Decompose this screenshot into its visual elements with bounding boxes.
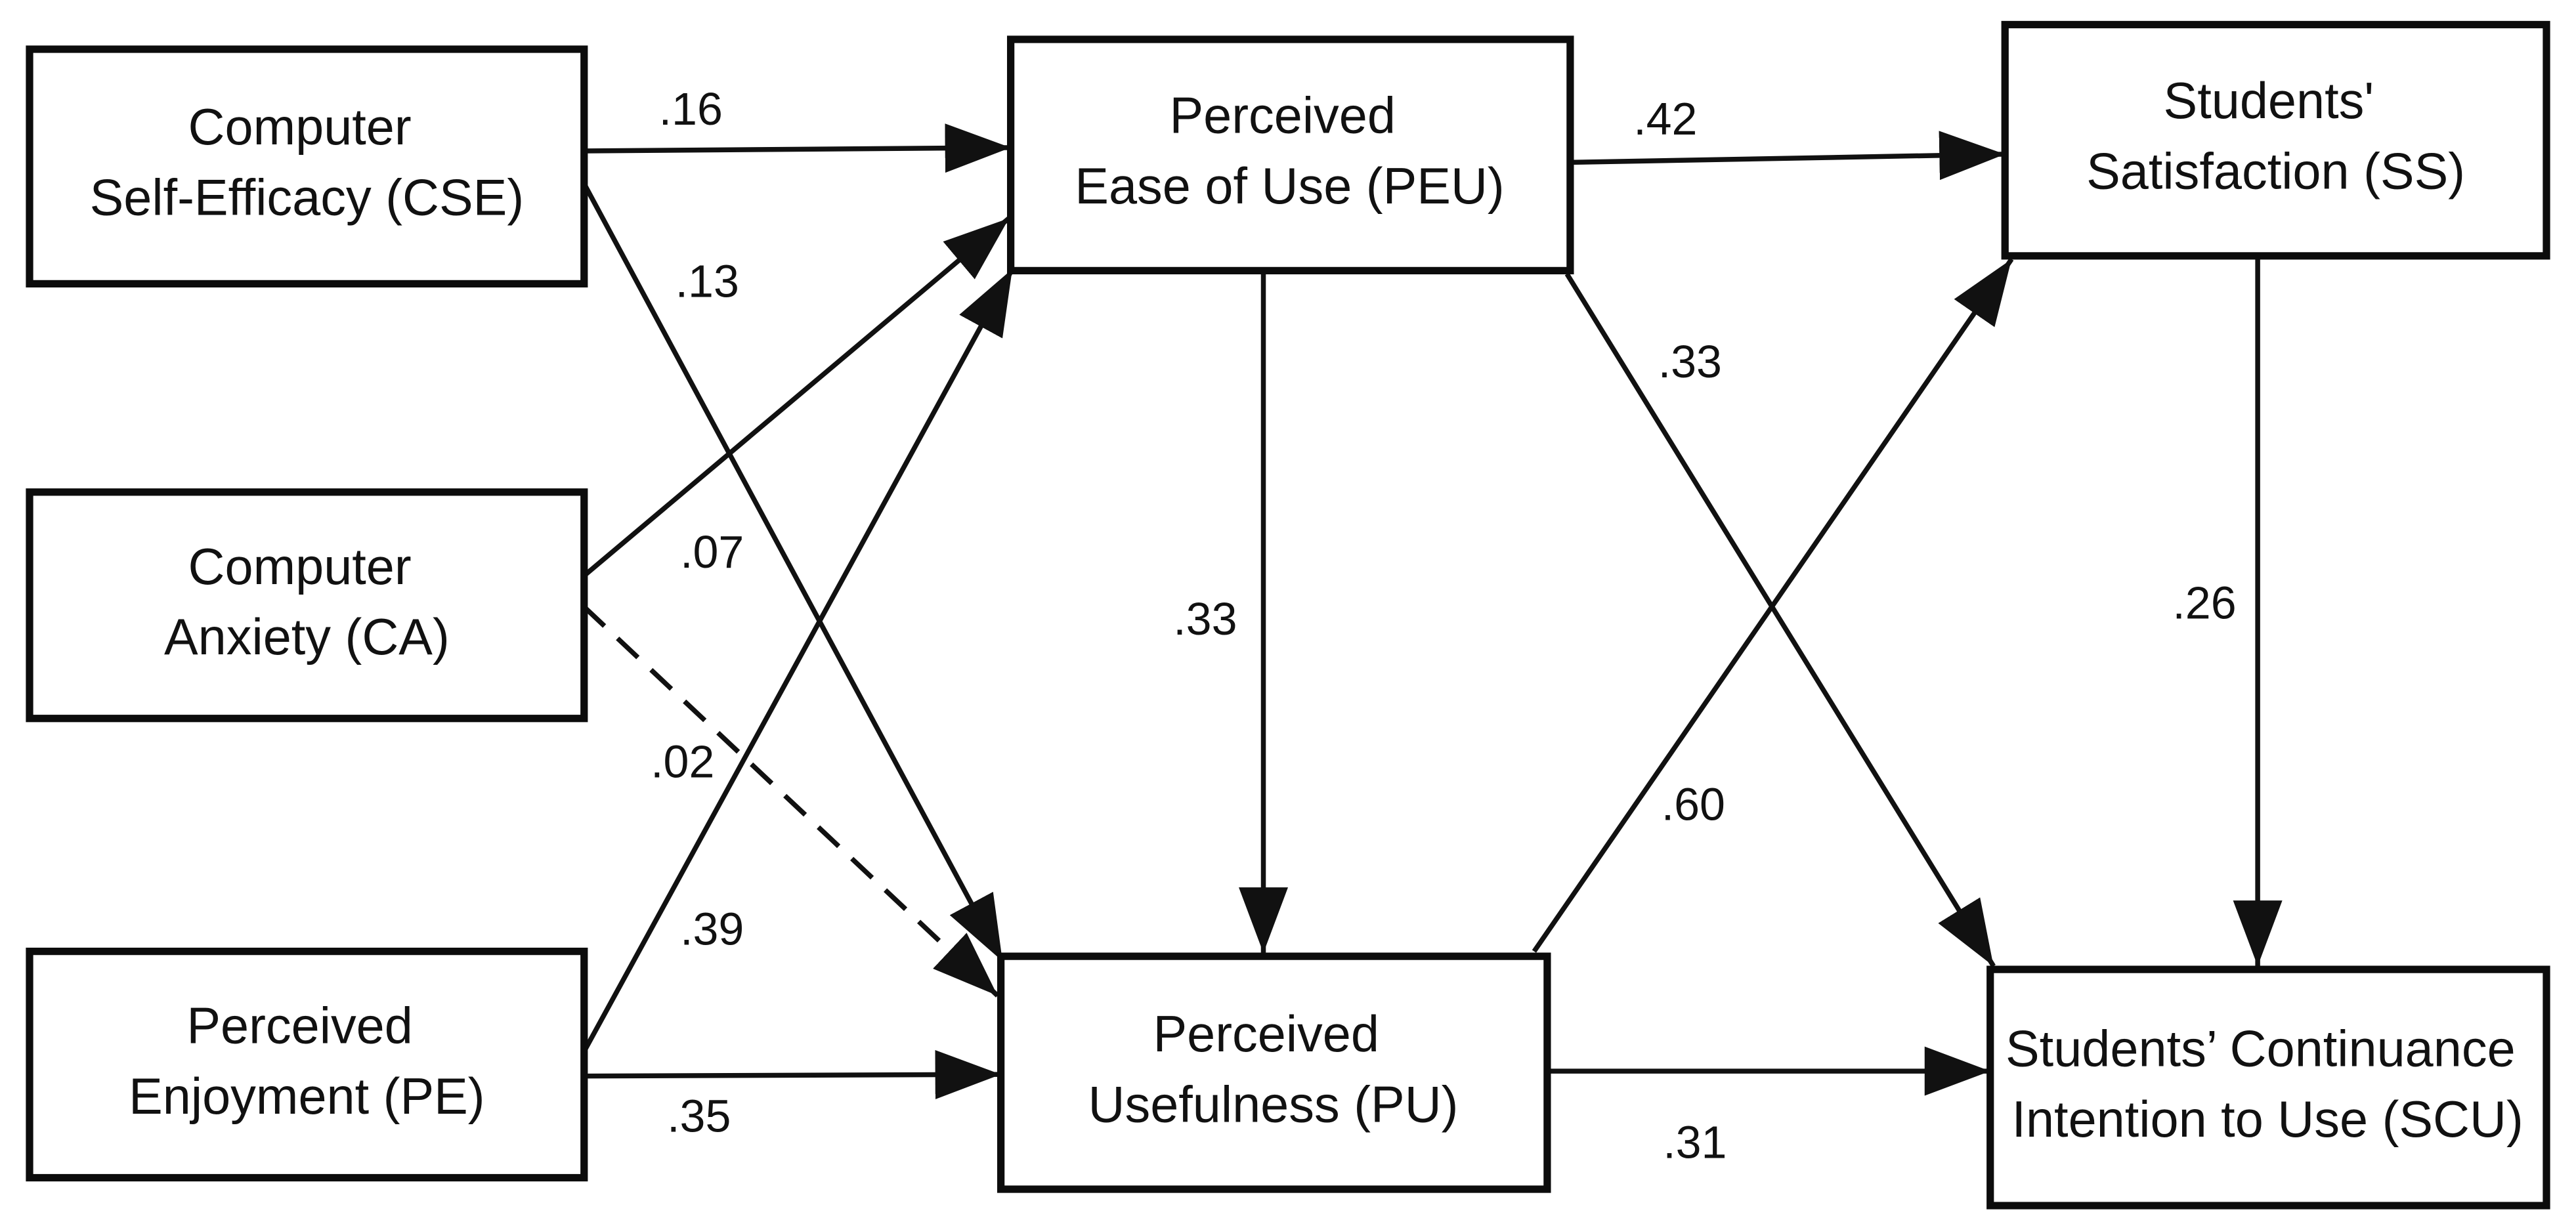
node-ca-label-line2: Anxiety (CA) xyxy=(164,609,450,665)
node-scu-label: Students’ Continuance Intention to Use (… xyxy=(2006,1021,2529,1148)
arrow-peu-ss-line xyxy=(1570,131,2006,180)
node-pe-label-line1: Perceived xyxy=(186,998,413,1055)
node-ca: Computer Anxiety (CA) xyxy=(26,488,588,723)
arrow-pe-peu-line xyxy=(582,268,1015,1053)
arrow-ss-scu: .26 xyxy=(2172,255,2283,967)
node-scu-label-line2: Intention to Use (SCU) xyxy=(2011,1091,2523,1148)
arrow-ca-pu-line xyxy=(582,605,1000,998)
arrow-pe-pu: .35 xyxy=(584,1049,1001,1142)
coef-pe-peu: .39 xyxy=(680,904,744,955)
node-ca-box xyxy=(26,488,588,723)
arrow-peu-scu-line xyxy=(1564,272,1996,968)
arrow-ca-pu: .02 xyxy=(582,605,1000,998)
node-pe-box xyxy=(26,947,588,1182)
coef-peu-pu: .33 xyxy=(1173,593,1237,644)
node-scu-box xyxy=(1986,965,2550,1210)
node-pu-label-line1: Perceived xyxy=(1153,1006,1379,1063)
coef-ss-scu: .26 xyxy=(2172,577,2236,628)
arrow-cse-peu: .16 xyxy=(584,83,1011,173)
coef-pe-pu: .35 xyxy=(667,1091,731,1142)
node-ss-label: Students' Satisfaction (SS) xyxy=(2086,73,2465,200)
arrow-cse-pu-line xyxy=(582,182,1005,963)
node-ss: Students' Satisfaction (SS) xyxy=(2001,20,2550,260)
node-ca-label-line1: Computer xyxy=(188,539,412,595)
coef-cse-pu: .13 xyxy=(676,255,739,306)
node-pu-box xyxy=(997,952,1551,1193)
node-ca-label: Computer Anxiety (CA) xyxy=(164,539,450,665)
node-ss-label-line2: Satisfaction (SS) xyxy=(2086,143,2465,200)
node-ss-box xyxy=(2001,20,2550,260)
arrow-cse-pu: .13 xyxy=(582,182,1005,963)
arrow-pu-scu: .31 xyxy=(1547,1046,1990,1168)
arrow-peu-pu: .33 xyxy=(1173,270,1288,954)
node-pe-label-line2: Enjoyment (PE) xyxy=(129,1068,484,1125)
node-pe-label: Perceived Enjoyment (PE) xyxy=(129,998,484,1125)
coef-cse-peu: .16 xyxy=(659,83,723,135)
coef-peu-scu: .33 xyxy=(1658,336,1722,387)
arrow-pu-ss: .60 xyxy=(1532,257,2014,953)
coef-ca-peu: .07 xyxy=(680,526,744,578)
node-peu-label-line2: Ease of Use (PEU) xyxy=(1075,158,1504,215)
node-ss-label-line1: Students' xyxy=(2164,73,2374,129)
node-peu-label-line1: Perceived xyxy=(1169,87,1396,144)
node-cse-label: Computer Self-Efficacy (CSE) xyxy=(90,99,525,226)
arrow-pe-pu-line xyxy=(584,1049,1001,1099)
node-scu: Students’ Continuance Intention to Use (… xyxy=(1986,965,2550,1210)
node-cse: Computer Self-Efficacy (CSE) xyxy=(26,45,588,288)
node-cse-label-line2: Self-Efficacy (CSE) xyxy=(90,169,525,226)
arrow-peu-ss: .42 xyxy=(1570,93,2006,180)
arrow-ca-peu: .07 xyxy=(582,216,1011,578)
coef-ca-pu: .02 xyxy=(651,736,714,788)
node-pe: Perceived Enjoyment (PE) xyxy=(26,947,588,1182)
coef-pu-ss: .60 xyxy=(1662,779,1725,830)
arrow-pu-ss-line xyxy=(1532,257,2014,953)
node-cse-label-line1: Computer xyxy=(188,99,412,156)
node-pu-label: Perceived Usefulness (PU) xyxy=(1088,1006,1459,1133)
arrow-pe-peu: .39 xyxy=(582,268,1015,1053)
node-cse-box xyxy=(26,45,588,288)
coef-peu-ss: .42 xyxy=(1633,93,1697,144)
node-peu-box xyxy=(1006,35,1574,275)
arrow-cse-peu-line xyxy=(584,123,1011,173)
node-peu-label: Perceived Ease of Use (PEU) xyxy=(1075,87,1504,214)
arrow-ca-peu-line xyxy=(582,216,1011,578)
coef-pu-scu: .31 xyxy=(1663,1117,1727,1168)
node-peu: Perceived Ease of Use (PEU) xyxy=(1006,35,1574,275)
arrow-peu-scu: .33 xyxy=(1564,272,1996,968)
node-pu-label-line2: Usefulness (PU) xyxy=(1088,1077,1459,1133)
node-scu-label-line1: Students’ Continuance xyxy=(2006,1021,2516,1078)
node-pu: Perceived Usefulness (PU) xyxy=(997,952,1551,1193)
